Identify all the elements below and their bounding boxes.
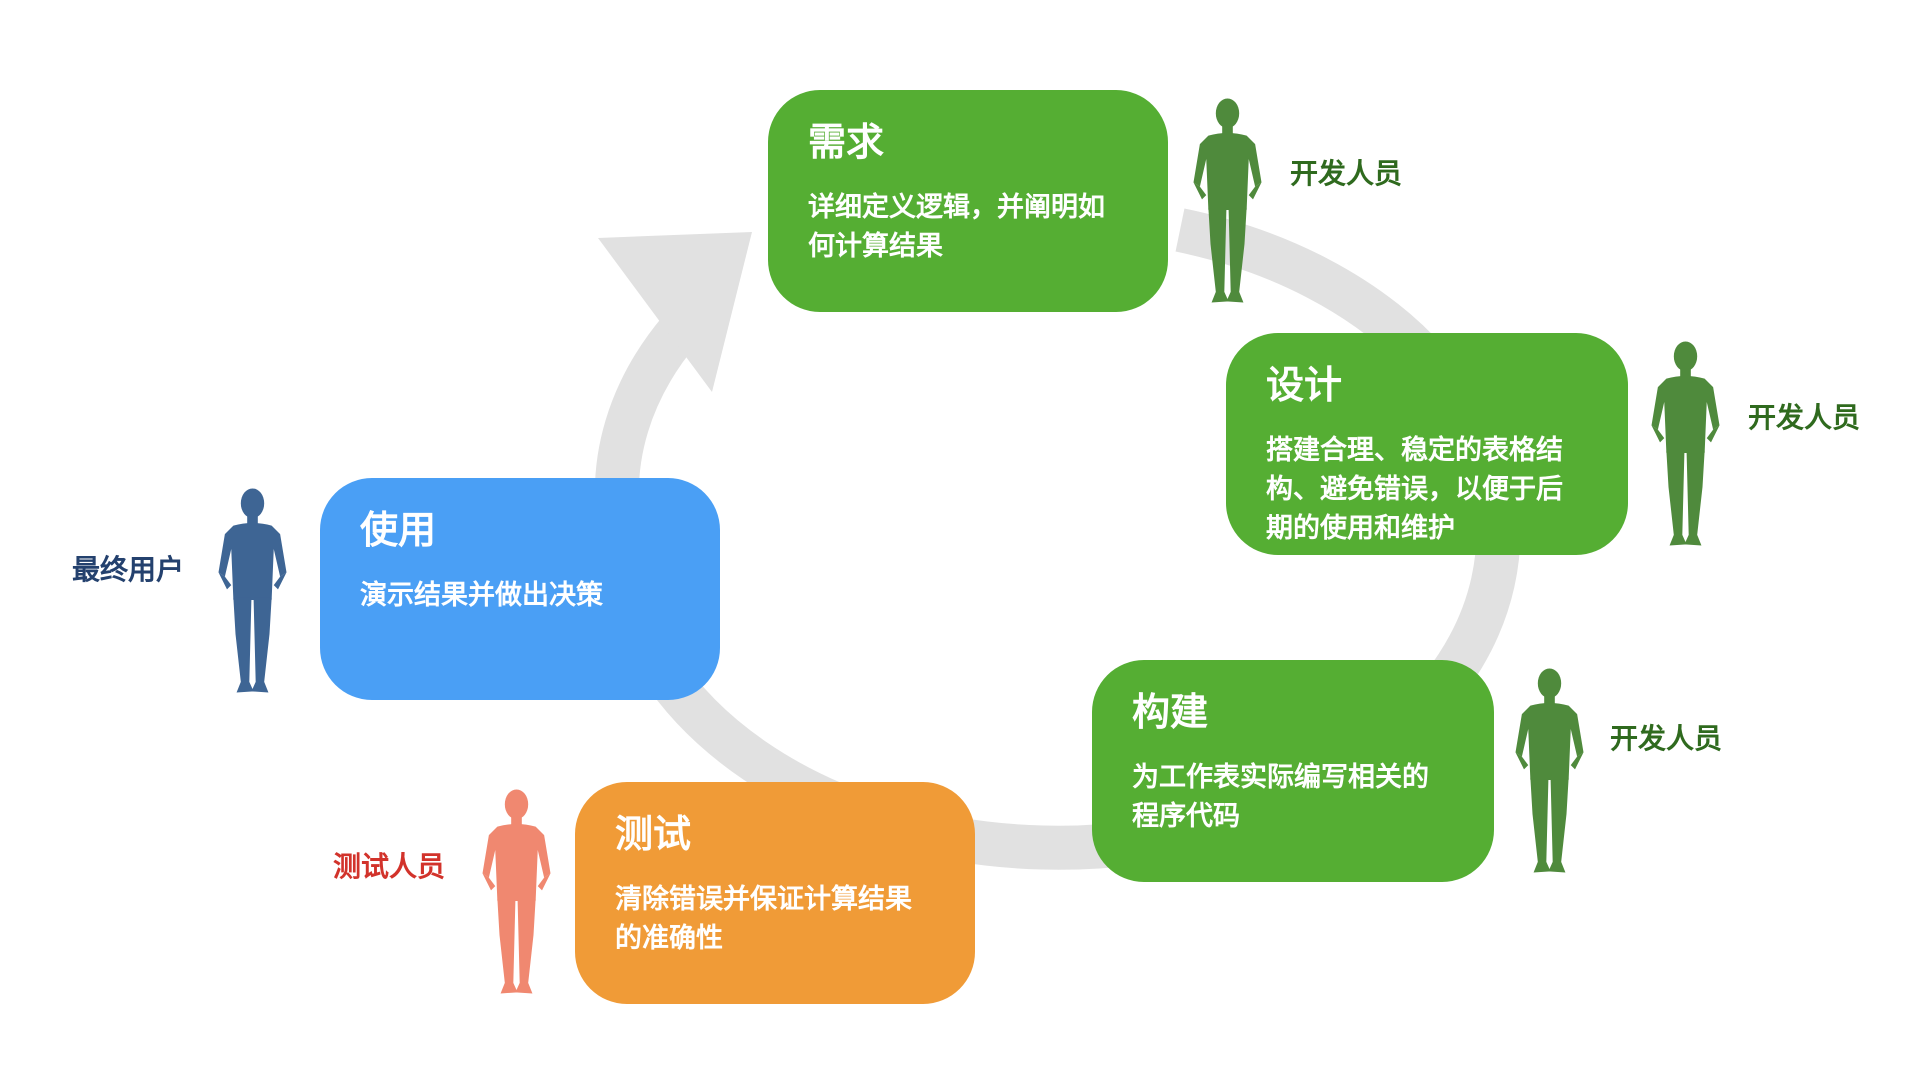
- stage-title: 设计: [1266, 363, 1343, 407]
- person-icon: [1643, 338, 1728, 551]
- stage-design: 设计 搭建合理、稳定的表格结构、避免错误，以便于后期的使用和维护: [1226, 333, 1628, 555]
- role-label-design: 开发人员: [1748, 401, 1861, 434]
- role-label-requirements: 开发人员: [1290, 157, 1403, 190]
- stage-description: 为工作表实际编写相关的程序代码: [1132, 761, 1429, 832]
- stage-build: 构建 为工作表实际编写相关的程序代码: [1092, 660, 1494, 882]
- cycle-arrow-head: [598, 232, 752, 392]
- stage-description: 清除错误并保证计算结果的准确性: [615, 883, 912, 954]
- stage-title: 构建: [1132, 690, 1209, 734]
- role-label-test: 测试人员: [333, 850, 446, 883]
- stage-description: 演示结果并做出决策: [360, 579, 603, 611]
- stage-title: 测试: [615, 812, 692, 856]
- stage-description: 搭建合理、稳定的表格结构、避免错误，以便于后期的使用和维护: [1266, 434, 1563, 544]
- person-icon: [1185, 95, 1270, 308]
- role-label-build: 开发人员: [1610, 722, 1723, 755]
- stage-test: 测试 清除错误并保证计算结果的准确性: [575, 782, 975, 1004]
- person-icon: [1507, 665, 1592, 878]
- role-label-use: 最终用户: [72, 553, 185, 586]
- stage-title: 需求: [808, 120, 885, 164]
- person-icon: [210, 485, 295, 698]
- stage-description: 详细定义逻辑，并阐明如何计算结果: [808, 191, 1105, 262]
- stage-use: 使用 演示结果并做出决策: [320, 478, 720, 700]
- person-icon: [474, 786, 559, 999]
- stage-requirements: 需求 详细定义逻辑，并阐明如何计算结果: [768, 90, 1168, 312]
- stage-title: 使用: [360, 508, 437, 552]
